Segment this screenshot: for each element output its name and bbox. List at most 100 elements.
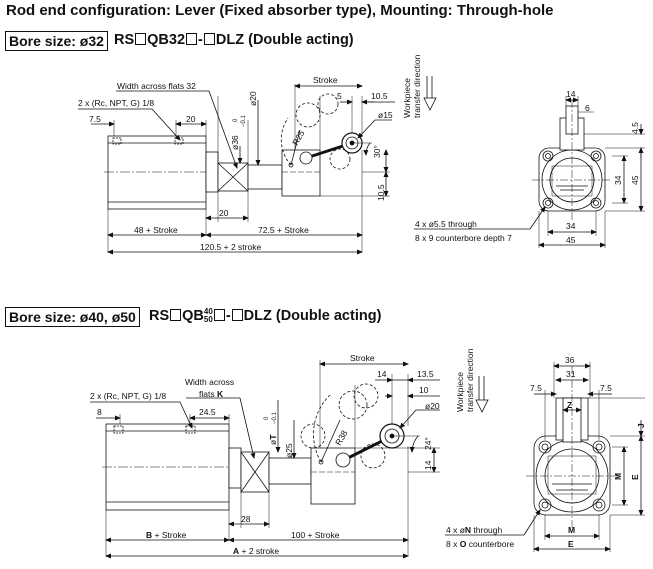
bore-size-label-40-50: Bore size: ø40, ø50 bbox=[5, 307, 140, 327]
dim-24-degree: 24° bbox=[423, 437, 433, 450]
side-view-40-50-labels: 2 x (Rc, NPT, G) 1/8 Width across flats … bbox=[90, 348, 475, 556]
label-port: 2 x (Rc, NPT, G) 1/8 bbox=[90, 391, 166, 401]
side-view-32-labels: Width across flats 32 2 x (Rc, NPT, G) 1… bbox=[78, 54, 422, 252]
dim-phi20: ø20 bbox=[425, 401, 440, 411]
dim-B-stroke: B + Stroke bbox=[146, 530, 187, 540]
dim-10-5-top: 10.5 bbox=[371, 91, 388, 101]
dim-A-stroke: A + 2 stroke bbox=[233, 546, 279, 556]
dim-10-5-vert: 10.5 bbox=[376, 184, 386, 201]
dim-var-M-horiz: M bbox=[568, 525, 575, 535]
model-placeholder-box bbox=[203, 33, 215, 45]
dim-phi36-tol-bottom: −0.1 bbox=[241, 114, 247, 127]
cylinder-body bbox=[107, 135, 207, 210]
dim-var-A: A bbox=[233, 546, 239, 556]
model-bore-50: 50 bbox=[203, 315, 213, 324]
model-mid: QB bbox=[182, 308, 204, 324]
dim-7-5-left: 7.5 bbox=[530, 383, 542, 393]
dim-var-E-vert: E bbox=[630, 474, 640, 480]
page-heading: Rod end configuration: Lever (Fixed abso… bbox=[6, 2, 554, 19]
dim-120-5: 120.5 + 2 stroke bbox=[200, 242, 261, 252]
end-view-40-50 bbox=[445, 362, 645, 552]
dim-28: 28 bbox=[241, 514, 251, 524]
model-placeholder-box bbox=[213, 309, 225, 321]
dim-100-stroke: 100 + Stroke bbox=[291, 530, 340, 540]
label-width-across-line1: Width across bbox=[185, 377, 234, 387]
dim-phi25: ø25 bbox=[284, 443, 294, 458]
label-var-K: K bbox=[217, 389, 224, 399]
dim-stroke: Stroke bbox=[313, 75, 338, 85]
model-placeholder-box bbox=[231, 309, 243, 321]
side-view-40-50 bbox=[90, 360, 440, 559]
model-note: (Double acting) bbox=[248, 32, 354, 48]
model-dash: - bbox=[198, 32, 203, 48]
model-placeholder-box bbox=[170, 309, 182, 321]
label-holes-32: 4 x ø5.5 through bbox=[415, 219, 477, 229]
label-flats: flats bbox=[199, 389, 215, 399]
dim-phi-T-tol-bottom: −0.1 bbox=[272, 411, 278, 424]
dim-B-suffix: + Stroke bbox=[152, 530, 187, 540]
model-placeholder-box bbox=[186, 33, 198, 45]
label-workpiece-line2: transfer direction bbox=[465, 348, 475, 412]
holes-suffix: through bbox=[471, 525, 502, 535]
dim-4-5: 4.5 bbox=[630, 122, 640, 134]
bore-size-label-32: Bore size: ø32 bbox=[5, 31, 108, 51]
counterbore-var-O: O bbox=[460, 539, 467, 549]
dim-10: 10 bbox=[419, 385, 429, 395]
dim-24-5: 24.5 bbox=[199, 407, 216, 417]
model-suffix: DLZ bbox=[243, 308, 272, 324]
dim-48-stroke: 48 + Stroke bbox=[134, 225, 178, 235]
dim-phi-T-prefix: ø bbox=[268, 440, 278, 445]
transfer-arrow-icon bbox=[423, 76, 437, 111]
dim-30-degree: 30° bbox=[372, 145, 382, 158]
dim-36: 36 bbox=[565, 355, 575, 365]
dim-31: 31 bbox=[566, 369, 576, 379]
label-workpiece-line2: transfer direction bbox=[412, 54, 422, 118]
dim-14-top: 14 bbox=[377, 369, 387, 379]
dim-phi20: ø20 bbox=[248, 91, 258, 106]
model-prefix: RS bbox=[149, 308, 170, 324]
dim-20-bottom: 20 bbox=[219, 208, 229, 218]
dim-var-M-vert: M bbox=[613, 473, 623, 480]
model-dash: - bbox=[225, 308, 231, 324]
label-port: 2 x (Rc, NPT, G) 1/8 bbox=[78, 98, 154, 108]
model-prefix: RS bbox=[114, 32, 135, 48]
model-placeholder-box bbox=[135, 33, 147, 45]
side-view-32 bbox=[78, 83, 395, 255]
model-bore-40: 40 bbox=[203, 307, 213, 316]
end-view-32 bbox=[414, 96, 645, 248]
dim-var-B: B bbox=[146, 530, 152, 540]
label-holes-40-50: 4 x øN through bbox=[446, 525, 503, 535]
holes-prefix: 4 x ø bbox=[446, 525, 465, 535]
dim-phi36-tol-top: 0 bbox=[233, 118, 239, 122]
label-width-across-flats: Width across flats 32 bbox=[117, 81, 196, 91]
dim-8: 8 bbox=[97, 407, 102, 417]
counterbore-suffix: counterbore bbox=[466, 539, 514, 549]
dim-14-vert: 14 bbox=[423, 460, 433, 470]
dim-A-suffix: + 2 stroke bbox=[239, 546, 279, 556]
dim-r25: R25 bbox=[290, 128, 307, 147]
label-workpiece-line1: Workpiece bbox=[455, 372, 465, 412]
dim-20-top: 20 bbox=[186, 114, 196, 124]
dim-phi36: ø36 bbox=[230, 135, 240, 150]
dim-var-T: T bbox=[268, 434, 278, 440]
dim-14: 14 bbox=[566, 89, 576, 99]
label-workpiece-line1: Workpiece bbox=[402, 78, 412, 118]
dim-72-5-stroke: 72.5 + Stroke bbox=[258, 225, 309, 235]
dim-45-horiz: 45 bbox=[566, 235, 576, 245]
dim-5: 5 bbox=[337, 91, 342, 101]
model-note: (Double acting) bbox=[275, 308, 382, 324]
model-mid: QB32 bbox=[147, 32, 186, 48]
transfer-arrow-icon bbox=[475, 376, 489, 413]
label-width-across-line2: flats K bbox=[199, 389, 224, 399]
dim-45-vert: 45 bbox=[630, 175, 640, 185]
label-counterbore-32: 8 x 9 counterbore depth 7 bbox=[415, 233, 512, 243]
holes-var-N: N bbox=[465, 525, 471, 535]
dim-34-horiz: 34 bbox=[566, 221, 576, 231]
dim-6: 6 bbox=[585, 103, 590, 113]
dim-phi15: ø15 bbox=[378, 110, 393, 120]
end-view-32-labels: 14 6 4.5 34 45 34 45 4 x ø5.5 through 8 … bbox=[415, 89, 640, 245]
dim-34-vert: 34 bbox=[613, 175, 623, 185]
